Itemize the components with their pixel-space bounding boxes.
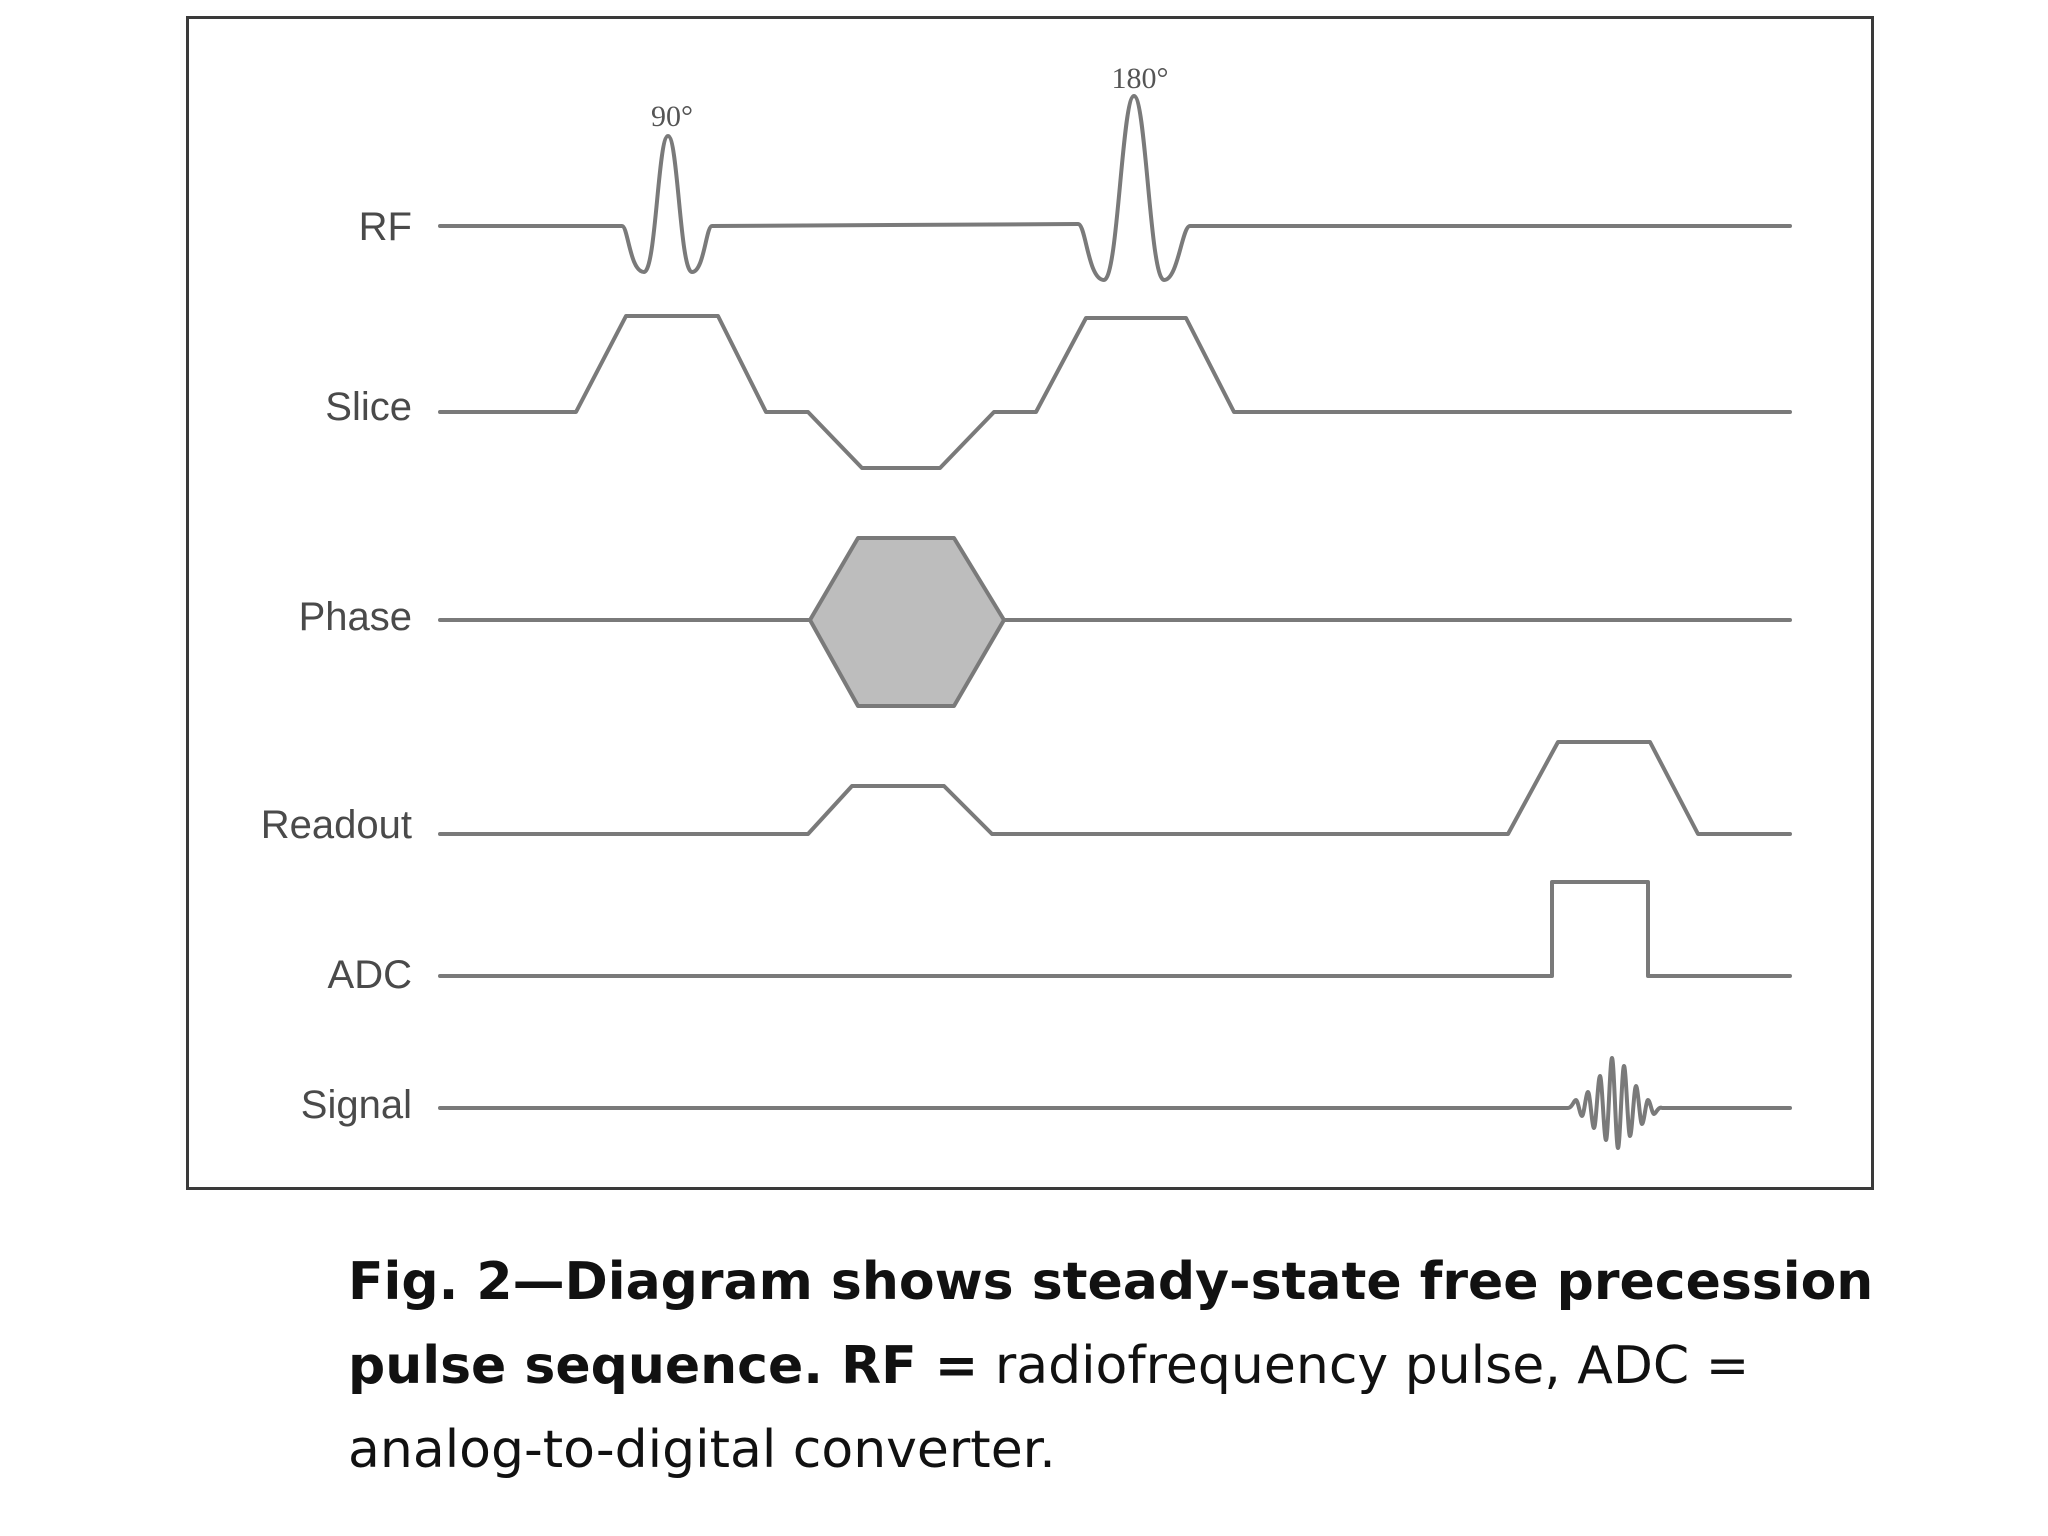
row-label-slice: Slice [325,385,412,429]
row-label-rf: RF [359,205,412,249]
row-label-readout: Readout [261,803,412,847]
pulse-sequence-diagram: RF Slice Phase Readout ADC Signal 90° 18… [261,62,1792,1150]
row-label-signal: Signal [301,1083,412,1127]
phase-encode-hexagon [808,536,1006,708]
signal-trace [438,1056,1792,1150]
pulse-label-90: 90° [651,100,693,133]
caption-bold-text: Fig. 2—Diagram shows steady-state free p… [348,1252,1874,1396]
figure-frame [186,16,1874,1190]
pulse-label-180: 180° [1112,62,1169,95]
slice-trace [438,314,1792,470]
figure-caption: Fig. 2—Diagram shows steady-state free p… [348,1240,1908,1492]
row-label-phase: Phase [299,595,412,639]
adc-trace [438,880,1792,978]
row-label-adc: ADC [328,953,412,997]
rf-trace [438,94,1792,282]
caption-regular-text: radiofrequency pulse, ADC = analog-to-di… [348,1336,1750,1480]
readout-trace [438,740,1792,836]
